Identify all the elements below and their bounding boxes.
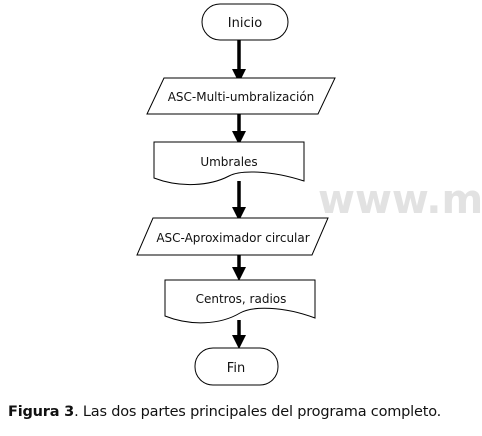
node-inicio-label: Inicio xyxy=(228,16,262,31)
watermark-text: www.medigr xyxy=(318,177,482,223)
document-shape xyxy=(153,141,305,186)
node-aprox-label: ASC-Aproximador circular xyxy=(156,231,309,245)
terminator-shape xyxy=(194,347,279,386)
figure-label: Figura 3 xyxy=(8,404,75,420)
figure-caption-text: . Las dos partes principales del program… xyxy=(74,404,442,420)
parallelogram-shape xyxy=(136,217,329,256)
node-centros-label: Centros, radios xyxy=(196,292,287,306)
document-shape xyxy=(164,279,316,324)
node-fin: Fin xyxy=(194,347,279,386)
figure-caption: Figura 3. Las dos partes principales del… xyxy=(8,404,482,420)
node-multi-umbralizacion: ASC-Multi-umbralización xyxy=(146,77,336,115)
node-fin-label: Fin xyxy=(227,361,245,376)
terminator-shape xyxy=(201,3,289,41)
node-inicio: Inicio xyxy=(201,3,289,41)
node-aproximador-circular: ASC-Aproximador circular xyxy=(136,217,329,256)
node-umbrales: Umbrales xyxy=(153,141,305,186)
node-centros-radios: Centros, radios xyxy=(164,279,316,324)
node-umbrales-label: Umbrales xyxy=(200,155,257,169)
node-multi-label: ASC-Multi-umbralización xyxy=(168,90,315,104)
parallelogram-shape xyxy=(146,77,336,115)
